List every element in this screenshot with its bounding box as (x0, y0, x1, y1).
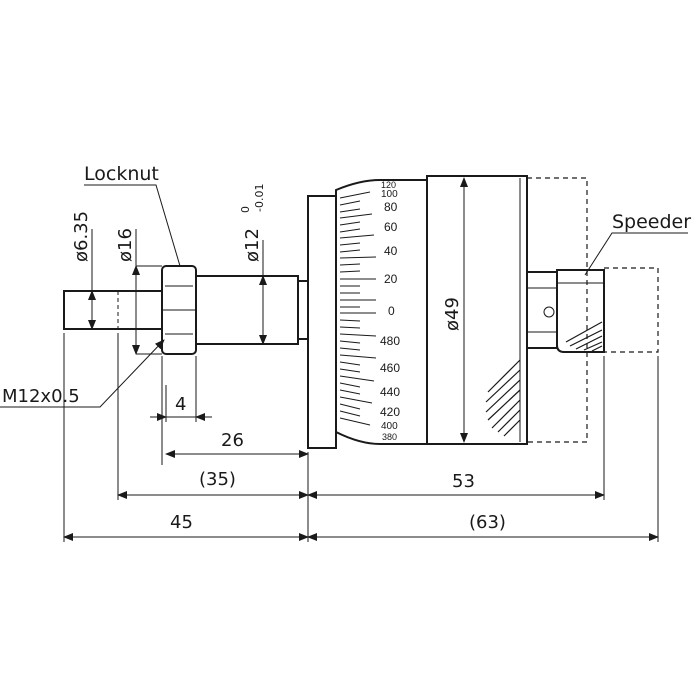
scale-100: 100 (381, 189, 398, 200)
extension-lines (63, 229, 659, 542)
scale-420: 420 (380, 405, 400, 419)
dim-4-label: 4 (175, 394, 186, 415)
stem-diameter-label: ø12 (242, 228, 263, 262)
micrometer-body (63, 175, 605, 449)
stem-tol-upper: 0 (239, 206, 252, 213)
speeder-label: Speeder (612, 211, 691, 233)
scale-460: 460 (380, 361, 400, 375)
scale-40: 40 (384, 244, 398, 258)
thimble-shading (485, 321, 603, 437)
stem-tol-lower: -0.01 (253, 184, 266, 212)
leader-lines (0, 184, 688, 408)
spindle (63, 290, 163, 330)
dim-26-label: 26 (221, 430, 244, 451)
thimble-scale-ticks (339, 191, 377, 426)
thread-label: M12x0.5 (2, 386, 80, 407)
scale-480: 480 (380, 334, 400, 348)
scale-400: 400 (381, 421, 398, 432)
dim-63-label: (63) (469, 512, 506, 533)
scale-0: 0 (388, 304, 395, 318)
scale-440: 440 (380, 385, 400, 399)
scale-120: 120 (381, 180, 396, 190)
locknut-leader (84, 184, 181, 267)
ratchet-shaft (526, 271, 558, 349)
sleeve (307, 195, 337, 449)
scale-20: 20 (384, 272, 398, 286)
dim-45-label: 45 (170, 512, 193, 533)
locknut-diameter-label: ø16 (115, 228, 136, 262)
dim-53-label: 53 (452, 471, 475, 492)
speeder-leader (584, 232, 688, 276)
speeder-knob (556, 269, 605, 353)
phantom-outline (527, 177, 659, 443)
stem (195, 275, 299, 345)
thimble-diameter-label: ø49 (442, 297, 463, 331)
scale-380: 380 (382, 432, 397, 442)
dimension-lines (63, 177, 659, 541)
locknut-label: Locknut (84, 163, 159, 185)
spindle-diameter-label: ø6.35 (71, 211, 92, 262)
thread-leader (0, 339, 165, 408)
scale-80: 80 (384, 200, 398, 214)
thimble-scale-labels: 120 100 80 60 40 20 0 480 460 440 420 40… (380, 180, 400, 442)
scale-60: 60 (384, 220, 398, 234)
dim-35-label: (35) (199, 469, 236, 490)
